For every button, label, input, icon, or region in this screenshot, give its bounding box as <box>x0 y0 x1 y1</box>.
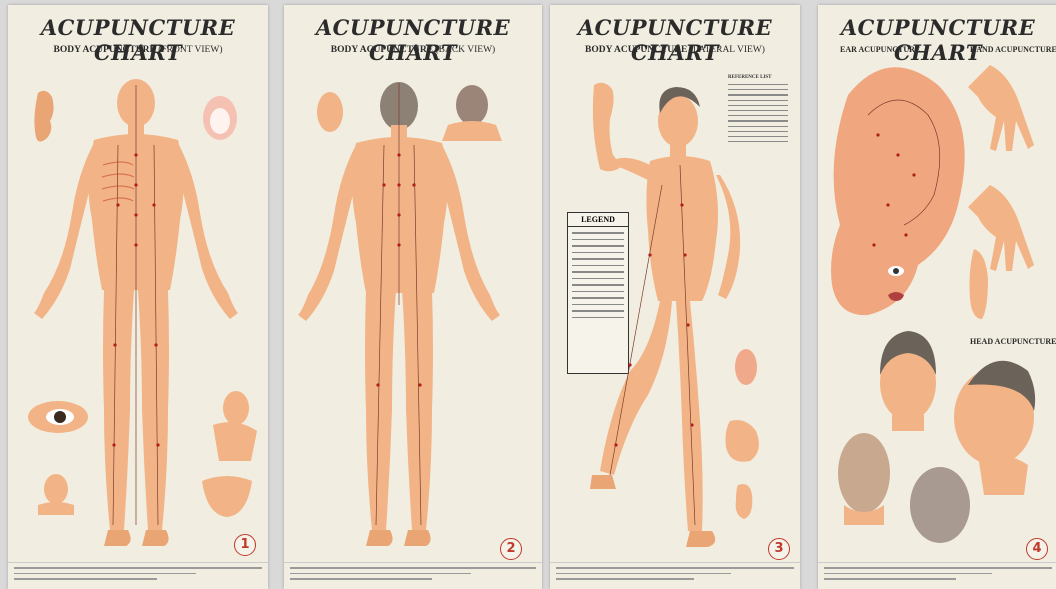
poster-back-view: ACUPUNCTURE CHART BODY ACUPUNCTURE (BACK… <box>284 5 542 589</box>
front-body-illustration <box>8 5 268 589</box>
lateral-body-illustration <box>550 5 800 589</box>
poster-number-badge: 1 <box>234 534 256 556</box>
poster-footer <box>818 562 1056 589</box>
poster-ear-hand-head: ACUPUNCTURE CHART EAR ACUPUNCTURE HAND A… <box>818 5 1056 589</box>
poster-footer <box>8 562 268 589</box>
poster-front-view: ACUPUNCTURE CHART BODY ACUPUNCTURE (FRON… <box>8 5 268 589</box>
poster-number-badge: 2 <box>500 538 522 560</box>
poster-footer <box>284 562 542 589</box>
poster-footer <box>550 562 800 589</box>
back-body-illustration <box>284 5 542 589</box>
ear-hand-head-illustration <box>818 5 1056 589</box>
poster-number-badge: 4 <box>1026 538 1048 560</box>
poster-lateral-view: ACUPUNCTURE CHART BODY ACUPUNCTURE (LATE… <box>550 5 800 589</box>
poster-number-badge: 3 <box>768 538 790 560</box>
